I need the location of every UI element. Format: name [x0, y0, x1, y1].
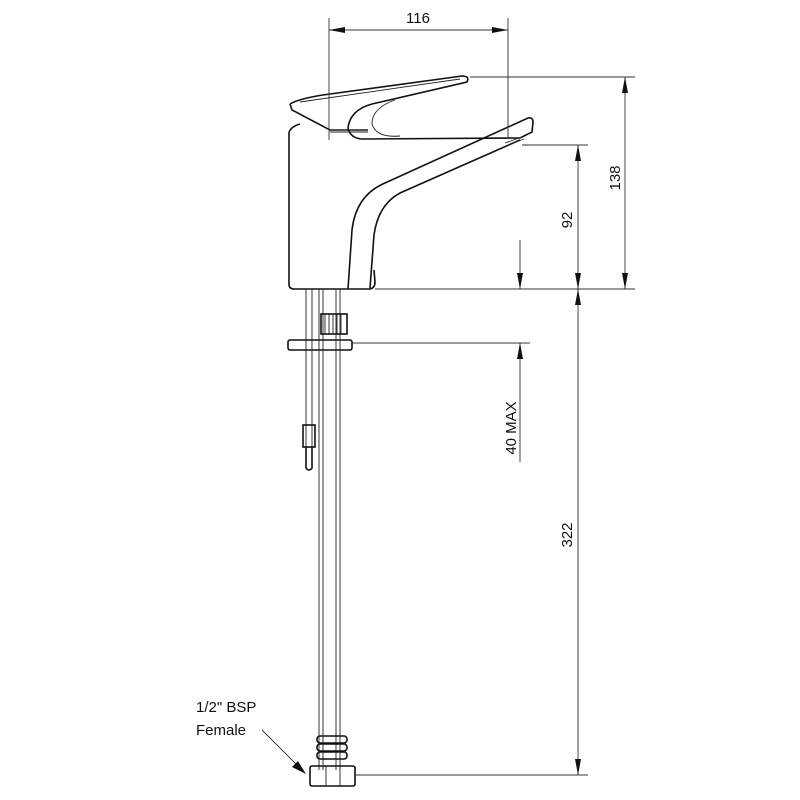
- dimension-deck-thickness-label: 40 MAX: [503, 401, 520, 454]
- dimension-width: [328, 18, 509, 140]
- lever-handle: [289, 75, 469, 140]
- dimension-spout-height: [522, 144, 588, 289]
- callout-line1: 1/2" BSP: [196, 699, 256, 716]
- callout-line2: Female: [196, 722, 246, 739]
- bottom-connector: [309, 735, 356, 787]
- faucet-body: [288, 123, 376, 290]
- dimension-spout-height-label: 92: [559, 212, 576, 229]
- dimension-overall-height: [375, 76, 635, 290]
- fixing-assembly: [287, 289, 353, 770]
- dimension-hose-length-label: 322: [559, 522, 576, 547]
- callout-leader: [261, 729, 306, 774]
- dimension-overall-height-label: 138: [607, 165, 624, 190]
- spout: [347, 117, 534, 290]
- dimension-deck-thickness: [352, 240, 530, 462]
- dimension-hose-length: [355, 289, 588, 776]
- dimension-width-label: 116: [406, 10, 430, 27]
